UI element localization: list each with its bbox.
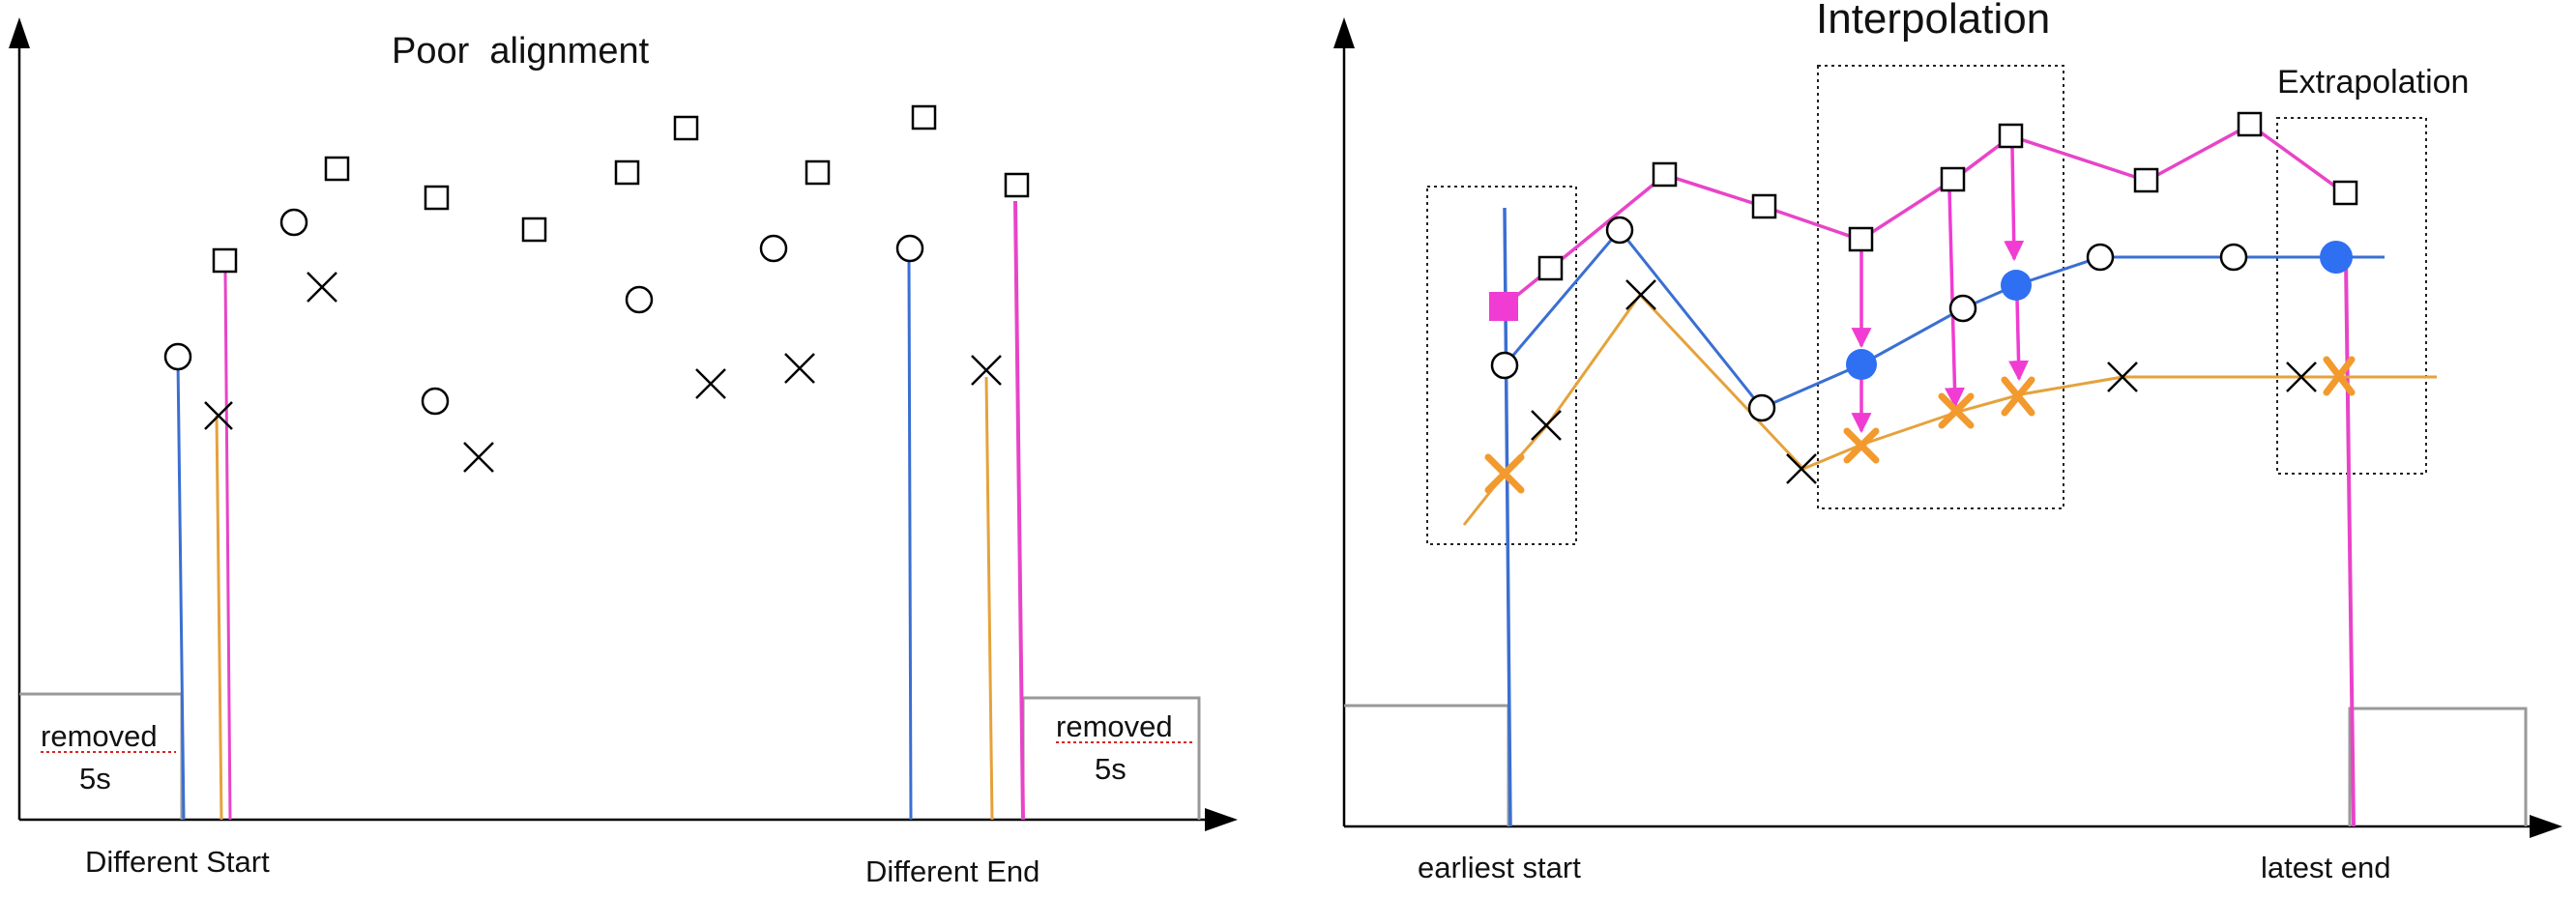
- right-removed-box-end: [2348, 707, 2528, 826]
- right-cross-marker: [2286, 362, 2317, 392]
- right-cross-orange-interp: [1843, 427, 1880, 464]
- right-cross-orange-interp: [2001, 376, 2035, 417]
- left-square-marker: [424, 185, 450, 211]
- right-cross-orange-extrap: [2323, 356, 2356, 396]
- left-circle-marker: [279, 208, 308, 237]
- right-square-marker: [1652, 161, 1678, 188]
- left-circle-markers: [163, 208, 924, 416]
- right-circle-markers: [1490, 216, 2248, 422]
- right-cross-marker: [1531, 410, 1562, 441]
- right-cross-orange-markers: [1484, 356, 2356, 494]
- right-circle-marker: [1490, 351, 1519, 380]
- left-cross-marker: [784, 353, 815, 384]
- left-removed-box-start: [19, 692, 184, 820]
- cross-series-line: [1462, 292, 2437, 526]
- right-square-marker: [2237, 111, 2263, 137]
- right-cross-marker: [1786, 453, 1817, 484]
- left-cross-marker: [307, 272, 337, 303]
- left-label-different-start: Different Start: [85, 845, 270, 879]
- left-square-marker: [673, 115, 699, 141]
- right-y-axis-arrow: [1333, 17, 1355, 48]
- left-start-line-blue: [176, 359, 186, 821]
- left-cross-marker: [204, 401, 233, 430]
- right-label-earliest-start: earliest start: [1418, 851, 1581, 884]
- right-square-marker: [2133, 167, 2159, 193]
- left-panel: Poor alignment removed 5s removed 5s Dif…: [9, 17, 1238, 888]
- left-cross-marker: [695, 368, 726, 399]
- right-square-marker: [1751, 193, 1777, 219]
- right-cross-marker: [1625, 279, 1656, 310]
- right-cross-orange-interp: [1938, 392, 1975, 429]
- left-cross-marker: [971, 355, 1002, 386]
- circle-series-line: [1503, 227, 2385, 410]
- left-circle-marker: [625, 285, 654, 314]
- left-end-line-orange: [984, 376, 994, 821]
- left-y-axis-arrow: [9, 17, 30, 48]
- left-square-marker: [1004, 172, 1030, 198]
- left-square-marker: [805, 159, 831, 186]
- right-square-marker: [1940, 166, 1966, 192]
- left-square-marker: [521, 217, 547, 243]
- right-circle-filled-markers: [1846, 241, 2353, 380]
- right-removed-box-start: [1344, 704, 1510, 826]
- left-circle-marker: [163, 342, 192, 371]
- right-square-markers: [1537, 111, 2358, 281]
- left-end-line-magenta: [1013, 200, 1025, 821]
- right-circle-filled-interp: [2001, 270, 2032, 301]
- left-title: Poor alignment: [392, 31, 650, 72]
- circle-series-line-fill: [1504, 229, 1621, 366]
- square-series-line: [1503, 122, 2347, 307]
- left-removed-end-line1: removed: [1056, 709, 1173, 743]
- left-square-marker: [911, 104, 937, 130]
- right-circle-marker: [1948, 294, 1977, 323]
- right-label-latest-end: latest end: [2261, 851, 2390, 884]
- right-square-filled-interp: [1489, 292, 1518, 321]
- right-cross-markers: [1531, 279, 2317, 484]
- left-circle-marker: [759, 234, 788, 263]
- right-extrapolation-label: Extrapolation: [2277, 64, 2469, 101]
- left-cross-marker: [463, 442, 494, 473]
- left-x-axis-arrow: [1205, 808, 1238, 831]
- interp-box-middle: [1817, 65, 2064, 509]
- left-removed-start-line2: 5s: [79, 762, 111, 796]
- right-circle-marker: [1747, 393, 1776, 422]
- right-square-marker: [2332, 180, 2358, 206]
- left-end-line-blue: [907, 260, 913, 821]
- right-cross-marker: [2107, 362, 2138, 392]
- right-circle-filled-extrap: [2320, 241, 2353, 274]
- left-square-markers: [212, 104, 1030, 274]
- left-cross-markers: [204, 272, 1002, 473]
- right-x-axis-arrow: [2530, 815, 2562, 838]
- right-square-marker: [1998, 123, 2024, 149]
- interp-arrow: [1944, 188, 1965, 409]
- interp-box-left: [1426, 186, 1577, 545]
- left-circle-marker: [421, 387, 450, 416]
- right-circle-filled-interp: [1846, 349, 1877, 380]
- extrap-box-right: [2276, 117, 2427, 475]
- right-circle-marker: [2086, 243, 2115, 272]
- left-square-marker: [614, 159, 640, 186]
- right-circle-marker: [2219, 243, 2248, 272]
- left-removed-end-line2: 5s: [1095, 752, 1127, 786]
- interp-arrow: [2004, 147, 2025, 262]
- interpolation-arrows: [1851, 147, 2030, 434]
- left-square-marker: [212, 247, 238, 274]
- left-square-marker: [324, 156, 350, 182]
- right-square-marker: [1848, 226, 1874, 252]
- right-circle-marker: [1605, 216, 1634, 245]
- left-removed-start-line1: removed: [41, 719, 158, 753]
- left-circle-marker: [895, 234, 924, 263]
- right-square-marker: [1537, 255, 1564, 281]
- left-start-line-orange: [215, 415, 223, 821]
- interp-arrow: [2008, 297, 2030, 382]
- left-label-different-end: Different End: [865, 854, 1039, 888]
- right-cross-orange-interp: [1484, 453, 1525, 494]
- right-panel: Interpolation Extrapolation earliest sta…: [1333, 0, 2562, 884]
- right-latest-end-line: [2344, 258, 2356, 827]
- right-title: Interpolation: [1816, 0, 2050, 43]
- left-start-line-magenta: [223, 272, 232, 821]
